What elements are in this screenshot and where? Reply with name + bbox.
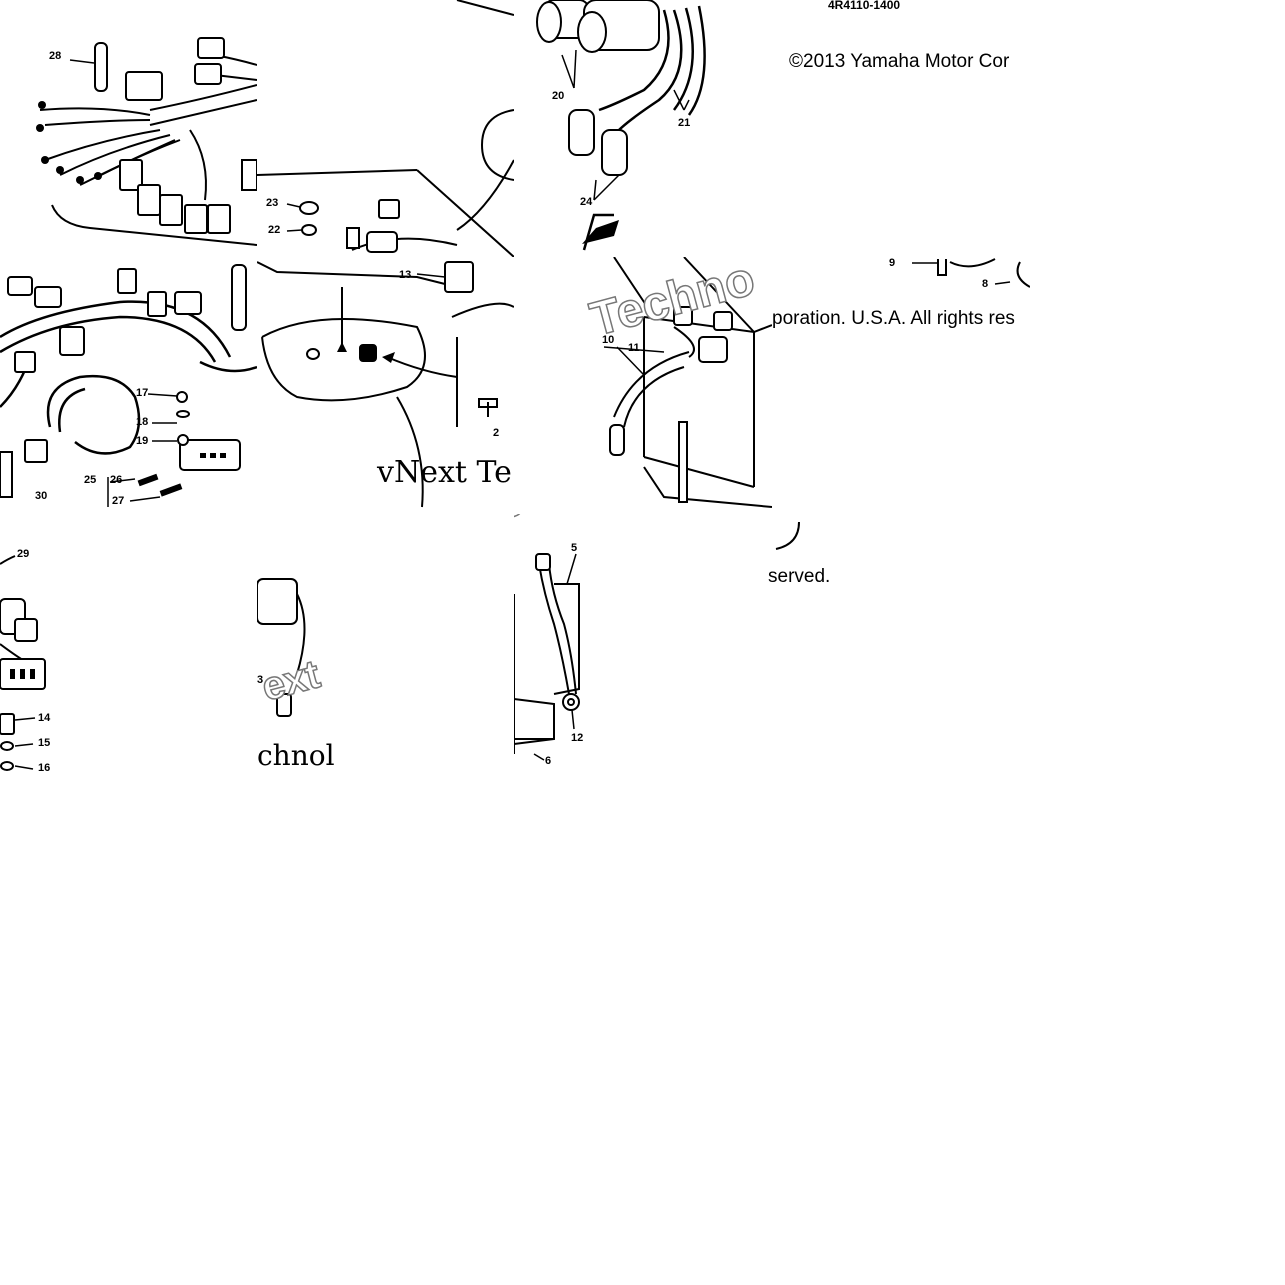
tile-bottom-center: 3 ext chnol [257, 514, 339, 771]
callout-23: 23 [266, 197, 279, 209]
frame-drawing [257, 0, 514, 257]
callout-10: 10 [602, 334, 615, 346]
callout-11: 11 [628, 342, 640, 354]
battery-drawing [603, 257, 772, 508]
callout-13: 13 [399, 269, 412, 281]
bracket-drawing [912, 258, 1030, 288]
callout-8: 8 [982, 278, 989, 290]
rectifier-drawing [257, 261, 514, 508]
part-number: 4R4110-1400 [828, 0, 901, 12]
tile-wiring-harness-middle: 17 18 19 25 26 27 30 [0, 257, 257, 514]
relay-drawing [257, 578, 306, 717]
callout-15: 15 [38, 737, 51, 749]
callout-17: 17 [136, 387, 149, 399]
callout-24: 24 [580, 196, 593, 208]
tile-rectifier: 13 2 vNext Te [257, 257, 514, 514]
ignition-coil-drawing [536, 0, 706, 251]
callout-30: 30 [35, 490, 48, 502]
coil-connector-drawing [0, 555, 46, 771]
callout-12: 12 [571, 732, 584, 744]
tile-ignition-coils: 20 21 24 [514, 0, 774, 257]
callout-18: 18 [136, 416, 149, 428]
copyright-line-1: ©2013 Yamaha Motor Cor [789, 51, 1010, 72]
harness-fuse-drawing [0, 264, 257, 507]
callout-2: 2 [493, 427, 500, 439]
callout-16: 16 [38, 762, 51, 771]
callout-5: 5 [571, 542, 578, 554]
callout-27: 27 [112, 495, 125, 507]
watermark-chnol: chnol [257, 739, 335, 771]
callout-29: 29 [17, 548, 30, 560]
tile-battery-cable: 5 12 6 olo [514, 514, 771, 771]
callout-20: 20 [552, 90, 565, 102]
tile-bottom-left: 29 14 15 16 [0, 514, 257, 771]
callout-9: 9 [889, 257, 896, 269]
callout-26: 26 [110, 474, 123, 486]
copyright-line-2: poration. U.S.A. All rights res [772, 308, 1015, 329]
callout-28: 28 [49, 50, 62, 62]
tile-wiring-harness-top: 28 [0, 0, 257, 257]
watermark-vnext: vNext Te [377, 455, 512, 490]
tile-frame-top: 23 22 [257, 0, 514, 257]
callout-3: 3 [257, 674, 264, 686]
wiring-harness-drawing [36, 37, 257, 246]
callout-19: 19 [136, 435, 149, 447]
copyright-line-3: served. [768, 566, 831, 587]
callout-25: 25 [84, 474, 97, 486]
callout-6: 6 [545, 755, 552, 767]
callout-14: 14 [38, 712, 51, 724]
arc-fragment [775, 521, 800, 550]
callout-21: 21 [678, 117, 691, 129]
battery-cable-drawing [514, 553, 580, 761]
callout-22: 22 [268, 224, 281, 236]
tile-battery: 10 11 Techno vNe [514, 257, 772, 514]
